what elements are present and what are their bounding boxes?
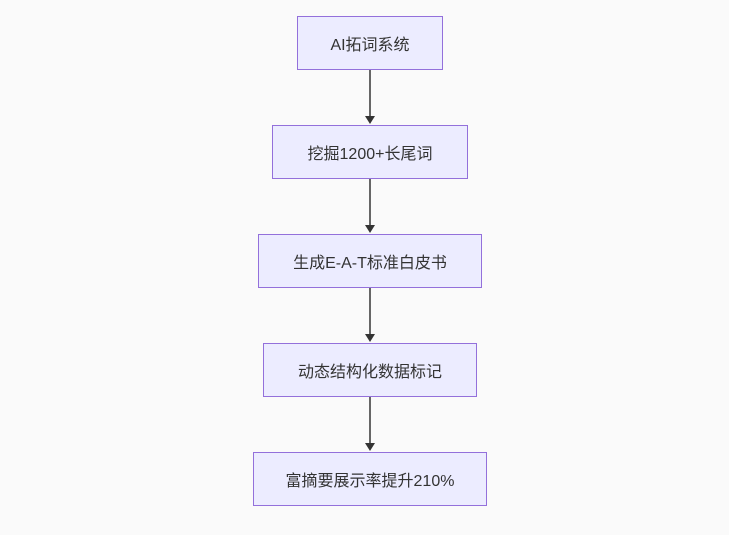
flow-node-label: 富摘要展示率提升210% (285, 473, 455, 490)
flow-node-label: AI拓词系统 (330, 37, 410, 54)
flow-node-structured-data-markup: 动态结构化数据标记 (263, 343, 477, 397)
edge-line (369, 397, 371, 445)
flow-arrow (364, 397, 376, 452)
edge-line (369, 70, 371, 118)
flow-node-eat-whitepaper: 生成E-A-T标准白皮书 (258, 234, 482, 288)
flow-node-ai-word-expansion: AI拓词系统 (297, 16, 443, 70)
flow-node-label: 挖掘1200+长尾词 (307, 146, 433, 163)
arrowhead-down-icon (365, 334, 375, 342)
edge-line (369, 288, 371, 336)
arrowhead-down-icon (365, 116, 375, 124)
flow-arrow (364, 70, 376, 125)
arrowhead-down-icon (365, 225, 375, 233)
flowchart: AI拓词系统 挖掘1200+长尾词 生成E-A-T标准白皮书 动态结构化数据标记… (253, 16, 487, 506)
flow-arrow (364, 288, 376, 343)
arrowhead-down-icon (365, 443, 375, 451)
edge-line (369, 179, 371, 227)
flow-node-rich-snippet-result: 富摘要展示率提升210% (253, 452, 487, 506)
flow-arrow (364, 179, 376, 234)
flow-node-longtail-mining: 挖掘1200+长尾词 (272, 125, 468, 179)
flow-node-label: 动态结构化数据标记 (297, 364, 442, 381)
flow-node-label: 生成E-A-T标准白皮书 (293, 255, 447, 272)
